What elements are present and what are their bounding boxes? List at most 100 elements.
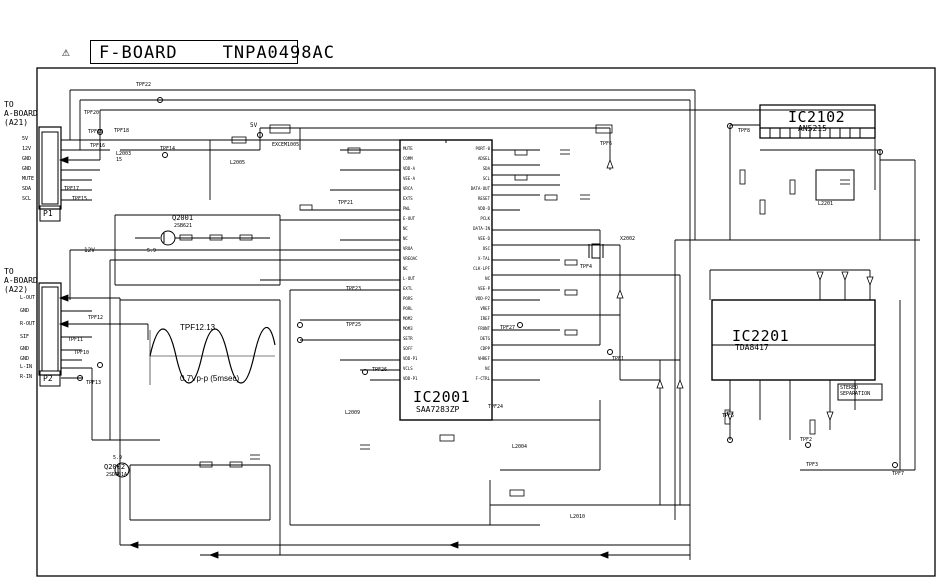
tpf-label: TPF15 xyxy=(72,196,88,202)
ic2001-part: SAA7283ZP xyxy=(416,405,460,414)
signal-arrows xyxy=(58,156,874,559)
pin-label: GND xyxy=(22,166,32,172)
five-volt-label: 5V xyxy=(250,122,258,129)
ic2001-pin-right: VDD-P2 xyxy=(475,296,490,301)
ic2001-pin-right: VHREF xyxy=(477,356,490,361)
pin-label: SIF xyxy=(20,334,30,340)
tpf-label: TPF20 xyxy=(84,110,100,116)
ic2001-pin-left: PORS xyxy=(403,296,413,301)
l2201-box xyxy=(815,169,855,201)
tpf-label: TPF13 xyxy=(86,380,102,386)
tpf-label: TPF8 xyxy=(738,128,751,134)
ic2001-pin-left: E-OUT xyxy=(403,216,416,221)
x2002-label: X2002 xyxy=(620,236,636,242)
l2201-label: L2201 xyxy=(818,201,834,207)
tpf-label: TPF2 xyxy=(800,437,813,443)
ic2102-body xyxy=(759,104,876,139)
tpf-label: TPF10 xyxy=(74,350,90,356)
l2010-label: L2010 xyxy=(570,514,586,520)
ic2001-pin-left: PORL xyxy=(403,306,413,311)
ic2001-pin-right: NC xyxy=(485,276,490,281)
q2002-symbol xyxy=(114,462,130,478)
tpf-label: TPF21 xyxy=(338,200,354,206)
tpf-label: TPF1 xyxy=(612,356,625,362)
ccs-label: EXCEM1005 xyxy=(272,142,300,148)
tpf-label: TPF12 xyxy=(88,315,104,321)
wiring xyxy=(69,89,920,560)
stereo-sep-box xyxy=(837,383,883,401)
ic2001-pin-left: VCLS xyxy=(403,366,413,371)
pin-label: SCL xyxy=(22,196,32,202)
ic2001-pin-left: MOM3 xyxy=(403,326,413,331)
tpf-label: TPF7 xyxy=(892,471,905,477)
ic2001-pin-right: DATA-OUT xyxy=(470,186,490,191)
pin-label: GND xyxy=(20,308,30,314)
q2002-voltage: 5.9 xyxy=(113,455,123,461)
board-label: A-BOARD xyxy=(4,276,38,285)
ic2001-pin-right: IREF xyxy=(480,316,490,321)
to-label: TO xyxy=(4,100,14,109)
board-ref: (A21) xyxy=(4,118,29,127)
board-frame xyxy=(36,67,936,577)
ic2001-pin-left: NC xyxy=(403,236,408,241)
pin-label: GND xyxy=(20,356,30,362)
ic2001-pin-right: VEE-P xyxy=(477,286,490,291)
passive-components xyxy=(179,124,850,497)
l2003-label: L2003 xyxy=(116,151,132,157)
ic2001-pin-left: SOFF xyxy=(403,346,413,351)
q2001-part: 2SB621 xyxy=(174,223,193,229)
ic2001-pin-left: VROA xyxy=(403,246,413,251)
waveform-amplitude: 0.7Vp-p (5msec) xyxy=(180,374,240,383)
l2009-label: L2009 xyxy=(345,410,361,416)
ic2001-pin-right: NC xyxy=(485,366,490,371)
tpf-label: TPF27 xyxy=(500,325,516,331)
board-label: A-BOARD xyxy=(4,109,38,118)
tpf-label: TPF16 xyxy=(90,143,106,149)
board-name: F-BOARD xyxy=(99,43,178,63)
ic2001-pin-right: DETG xyxy=(480,336,490,341)
tpf-label: TPF25 xyxy=(346,322,362,328)
pin-label: GND xyxy=(20,346,30,352)
q2002-part: 2SD601A xyxy=(106,472,128,478)
ic2001-pin-left: NC xyxy=(403,266,408,271)
ic2001-pin-left: L-OUT xyxy=(403,276,416,281)
tpf-label: TPF3 xyxy=(806,462,819,468)
tpf-label: TPF14 xyxy=(160,146,176,152)
ic2001-pin-left: EXTS xyxy=(403,196,413,201)
pin-label: L-OUT xyxy=(20,295,36,301)
ic2001-pin-right: OSC xyxy=(482,246,490,251)
ic2201-name: IC2201 xyxy=(732,327,790,345)
ic2001-pin-right: VEE-D xyxy=(477,236,490,241)
q2001-symbol xyxy=(160,230,176,246)
ic2001-pin-right: FRONT xyxy=(477,326,490,331)
board-title: F-BOARD TNPA0498AC xyxy=(90,40,334,64)
ic2001-pin-right: PORT-0 xyxy=(475,146,490,151)
test-points xyxy=(77,97,898,468)
connector-a21 xyxy=(38,126,110,222)
ic2001-pin-left: VDD-P1 xyxy=(403,356,418,361)
ic2001-pin-left: VRCA xyxy=(403,186,413,191)
ic2001-pin-right: SDA xyxy=(482,166,490,171)
tpf-label: TPF26 xyxy=(372,367,388,373)
tpf-label: TPF18 xyxy=(114,128,130,134)
ic2001-pin-right: VREF xyxy=(480,306,490,311)
plug-p1-label: P1 xyxy=(43,209,53,218)
ic2201-body xyxy=(711,299,876,381)
tpf-label: TPF4 xyxy=(580,264,593,270)
ic2001-pin-right: SCL xyxy=(482,176,490,181)
ic2001-pin-left: VDD-A xyxy=(403,166,416,171)
ic2001-pin-right: X-TAL xyxy=(477,256,490,261)
plug-p1-box xyxy=(39,205,61,222)
stereo-label: STEREO xyxy=(840,385,859,391)
tpf-label: TPF22 xyxy=(136,82,152,88)
board-ref: (A22) xyxy=(4,285,29,294)
ic2001-pin-right: CLK-LPF xyxy=(473,266,490,271)
ic2001-pin-left: COMM xyxy=(403,156,413,161)
plug-p2-label: P2 xyxy=(43,374,53,383)
ic2001-pin-left: VEE-A xyxy=(403,176,416,181)
pin-label: R-IN xyxy=(20,374,33,380)
waveform-trace xyxy=(149,326,276,385)
